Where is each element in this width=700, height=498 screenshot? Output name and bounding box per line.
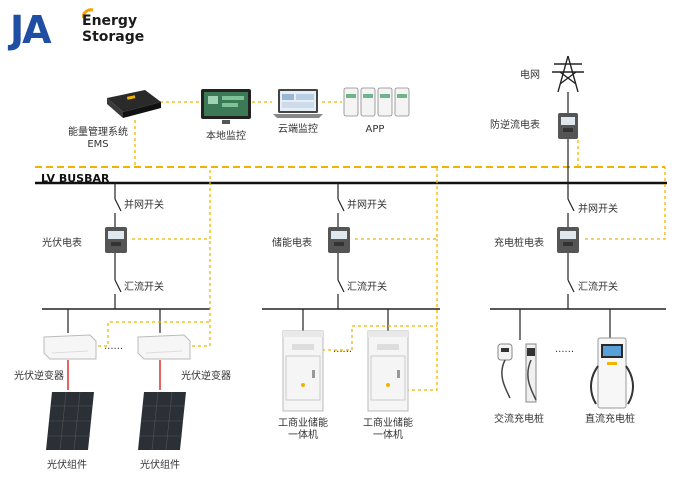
storage-cabinet-1-label-line1: 工商业储能 [278,418,328,429]
storage-cabinet-1-icon[interactable] [282,330,324,412]
storage-cabinet-1-label-line2: 一体机 [288,430,318,441]
charger-ellipsis: ...... [555,344,575,355]
logo-tagline-1: Energy [82,13,138,29]
ems-device-icon[interactable] [105,88,163,120]
logo-tagline-2: Storage [82,29,145,45]
cloud-monitor-icon[interactable] [272,88,324,120]
storage-cabinet-2-label: 工商业储能 一体机 [353,418,423,442]
pv-inverter-2-label: 光伏逆变器 [181,371,231,382]
storage-meter-label: 储能电表 [272,238,312,249]
comm-charger-meter [585,167,666,240]
storage-grid-switch-label: 并网开关 [347,200,387,211]
charger-combiner-switch-label: 汇流开关 [578,282,618,293]
storage-cabinet-2-icon[interactable] [367,330,409,412]
logo-arc-icon [82,8,94,19]
ems-label: 能量管理系统 EMS [48,127,148,151]
pv-module-2-label: 光伏组件 [140,460,180,471]
app-phones-icon[interactable] [342,86,412,120]
pv-inverter-1-icon[interactable] [42,333,98,361]
pv-module-2-icon [138,391,186,451]
comm-pv-inverters [98,239,211,347]
power-tower-icon [552,55,584,93]
cloud-monitor-label: 云端监控 [278,124,318,135]
ems-label-line2: EMS [87,139,109,150]
local-monitor-icon[interactable] [200,88,252,126]
pv-combiner-switch-label: 汇流开关 [124,282,164,293]
ac-charger-icon[interactable] [494,340,546,406]
anti-backflow-meter-label: 防逆流电表 [490,120,540,131]
ems-label-line1: 能量管理系统 [68,127,128,138]
lv-busbar-label: LV BUSBAR [41,172,110,185]
pv-module-1-icon [46,391,94,451]
logo-mark: JA [10,8,52,52]
app-label: APP [365,124,385,135]
pv-meter-label: 光伏电表 [42,238,82,249]
ac-charger-label: 交流充电桩 [494,414,544,425]
pv-grid-switch-label: 并网开关 [124,200,164,211]
storage-meter-icon[interactable] [327,226,351,254]
dc-charger-icon[interactable] [588,336,638,412]
pv-inverter-1-label: 光伏逆变器 [14,371,64,382]
storage-combiner-switch-label: 汇流开关 [347,282,387,293]
comm-storage-cabinets [322,239,438,391]
pv-meter-icon[interactable] [104,226,128,254]
dc-charger-label: 直流充电桩 [585,414,635,425]
logo-tagline: Energy Storage [82,13,144,45]
grid-label: 电网 [520,70,540,81]
storage-cabinet-1-label: 工商业储能 一体机 [268,418,338,442]
pv-inverter-ellipsis: ...... [104,341,124,352]
charger-grid-switch-label: 并网开关 [578,204,618,215]
charger-meter-icon[interactable] [556,226,580,254]
charger-meter-label: 充电桩电表 [494,238,544,249]
comm-pv-meter [132,167,211,240]
pv-module-1-label: 光伏组件 [47,460,87,471]
storage-cabinet-2-label-line2: 一体机 [373,430,403,441]
local-monitor-label: 本地监控 [206,131,246,142]
pv-inverter-2-icon[interactable] [136,333,192,361]
storage-cabinet-2-label-line1: 工商业储能 [363,418,413,429]
storage-cabinet-ellipsis: ...... [333,344,353,355]
anti-backflow-meter-icon[interactable] [557,112,579,140]
